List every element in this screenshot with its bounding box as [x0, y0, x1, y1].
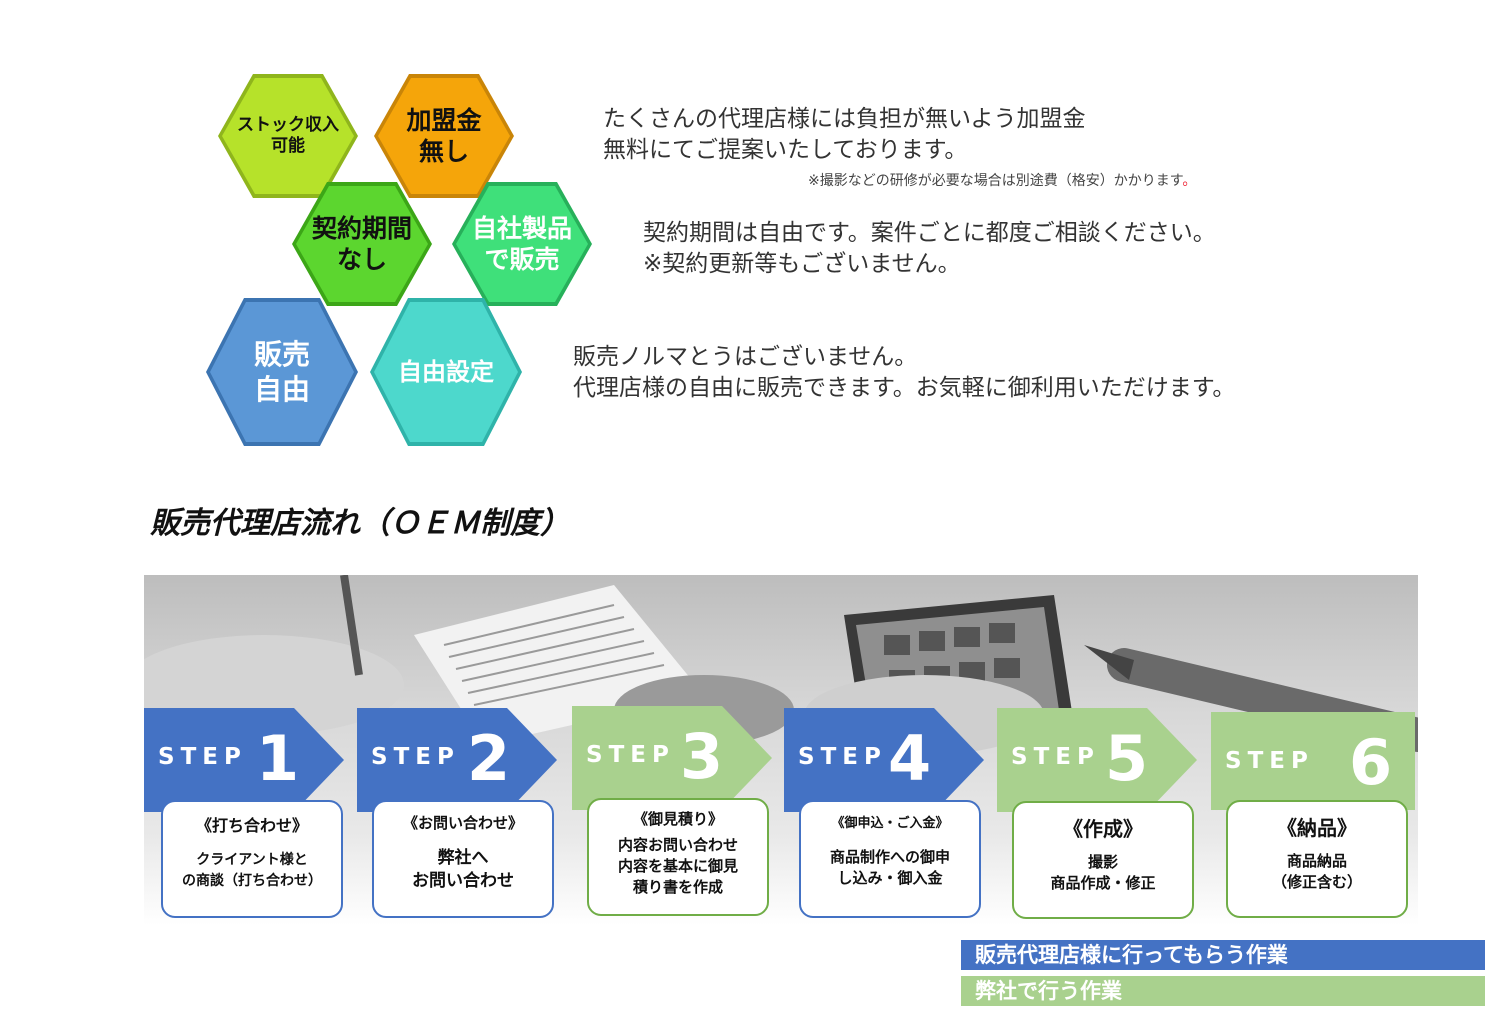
step-4-box: 《御申込・ご入金》 商品制作への御申 し込み・御入金	[799, 800, 981, 918]
step-2-arrow-shape	[357, 708, 557, 812]
step-6-rect-shape	[1211, 712, 1415, 810]
step-1-box: 《打ち合わせ》 クライアント様と の商談（打ち合わせ）	[161, 800, 343, 918]
hex-free-sales: 販売 自由	[206, 298, 358, 446]
office-photo-illustration	[144, 575, 1418, 755]
step-6-header: STEP 6	[1211, 712, 1415, 816]
step-2-header: STEP 2	[357, 708, 557, 812]
desc-sales-quota: 販売ノルマとうはございません。 代理店様の自由に販売できます。お気軽に御利用いた…	[573, 344, 1236, 401]
step-4-header: STEP 4	[784, 708, 984, 812]
note-training-fee: ※撮影などの研修が必要な場合は別途費（格安）かかります。	[808, 173, 1197, 189]
step-3-box: 《御見積り》 内容お問い合わせ 内容を基本に御見 積り書を作成	[587, 798, 769, 916]
hex-free-setting: 自由設定	[370, 298, 522, 446]
hex-no-franchise-fee: 加盟金 無し	[374, 74, 514, 198]
legend-company-work: 弊社で行う作業	[961, 976, 1485, 1006]
hex-own-products: 自社製品 で販売	[452, 182, 592, 306]
step-5-arrow-shape	[997, 708, 1197, 812]
step-6-box: 《納品》 商品納品 （修正含む）	[1226, 800, 1408, 918]
flow-title: 販売代理店流れ（ＯＥＭ制度）	[150, 506, 570, 541]
step-1-header: STEP 1	[144, 708, 344, 812]
hex-no-contract-period: 契約期間 なし	[292, 182, 432, 306]
step-5-box: 《作成》 撮影 商品作成・修正	[1012, 801, 1194, 919]
background-photo	[144, 575, 1418, 925]
step-4-arrow-shape	[784, 708, 984, 812]
step-1-arrow-shape	[144, 708, 344, 812]
step-2-box: 《お問い合わせ》 弊社へ お問い合わせ	[372, 800, 554, 918]
desc-franchise: たくさんの代理店様には負担が無いよう加盟金 無料にてご提案いたしております。	[603, 106, 1086, 163]
step-5-header: STEP 5	[997, 708, 1197, 812]
hex-stock-income: ストック収入 可能	[218, 74, 358, 198]
desc-contract: 契約期間は自由です。案件ごとに都度ご相談ください。 ※契約更新等もございません。	[643, 220, 1216, 277]
legend-agency-work: 販売代理店様に行ってもらう作業	[961, 940, 1485, 970]
step-3-header: STEP 3	[572, 706, 772, 810]
step-3-arrow-shape	[572, 706, 772, 810]
